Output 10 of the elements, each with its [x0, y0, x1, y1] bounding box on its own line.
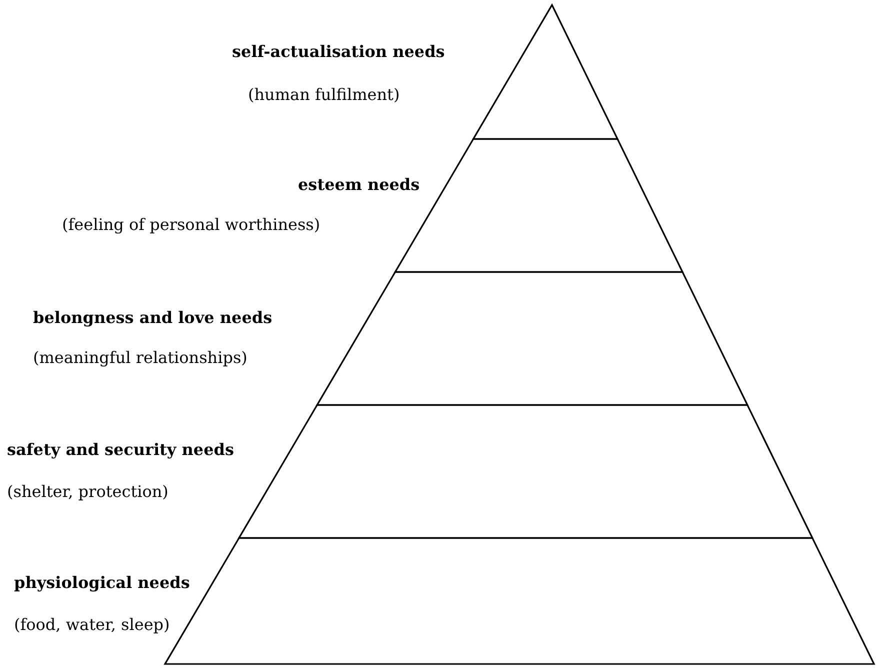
tier-heading: physiological needs — [14, 573, 190, 593]
tier-heading: belongness and love needs — [33, 308, 272, 328]
tier-description: (human fulfilment) — [248, 85, 400, 105]
tier-heading: safety and security needs — [7, 440, 234, 460]
tier-heading: self-actualisation needs — [232, 42, 445, 62]
tier-description: (meaningful relationships) — [33, 348, 248, 368]
tier-description: (food, water, sleep) — [14, 615, 170, 635]
tier-description: (shelter, protection) — [7, 482, 168, 502]
tier-description: (feeling of personal worthiness) — [62, 215, 320, 235]
tier-heading: esteem needs — [298, 175, 420, 195]
